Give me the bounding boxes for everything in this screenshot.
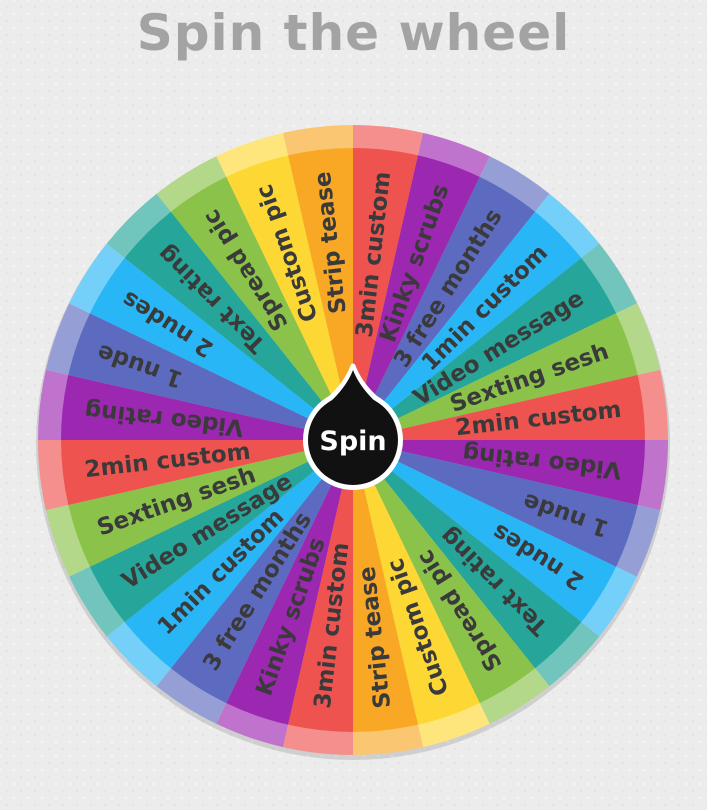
- wheel-segment: [288, 148, 353, 440]
- wheel-segment: [353, 440, 638, 567]
- page-title: Spin the wheel: [136, 4, 571, 62]
- wheel-segment: [353, 440, 645, 505]
- wheel-segment: [68, 440, 353, 567]
- wheel-segment: [353, 440, 536, 704]
- wheel-segment: [170, 176, 353, 441]
- wheel-segment: [353, 375, 645, 440]
- wheel-segment: [353, 440, 582, 669]
- wheel-segment: [353, 440, 480, 725]
- wheel-segment: [288, 440, 353, 732]
- wheel-segment: [170, 440, 353, 704]
- wheel-segment: [61, 375, 353, 440]
- wheel-segment: [353, 440, 617, 623]
- wheel-segment: [226, 155, 353, 440]
- spin-button-core[interactable]: [308, 395, 398, 485]
- wheel-segment: [353, 211, 582, 440]
- wheel-segment: [226, 440, 353, 725]
- wheel-segment: [353, 148, 418, 440]
- wheel-segment: [89, 440, 354, 623]
- wheel-segment: [68, 313, 353, 440]
- wheel-segment: [353, 176, 536, 441]
- spin-button[interactable]: Spin: [303, 363, 403, 490]
- wheel-segment: [353, 155, 480, 440]
- wheel-segment: [124, 211, 354, 440]
- wheel-segment: [89, 257, 354, 440]
- wheel-segment: [124, 440, 354, 669]
- wheel-segment: [353, 257, 617, 440]
- pointer-fill: [328, 370, 378, 404]
- spin-button-label: Spin: [319, 426, 386, 457]
- wheel-segment: [353, 313, 638, 440]
- wheel-segment: [61, 440, 353, 505]
- wheel-segment: [353, 440, 418, 732]
